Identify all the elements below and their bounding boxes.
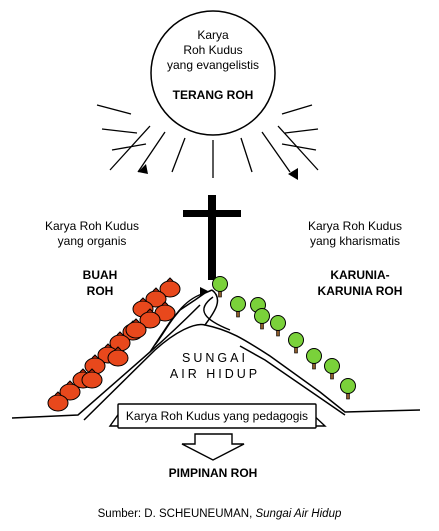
sun-circle — [150, 10, 276, 136]
source-title: Sungai Air Hidup — [255, 508, 342, 520]
tree-icon — [212, 276, 228, 298]
river-line2: AIR HIDUP — [169, 367, 261, 381]
sun-line2: Roh Kudus — [183, 43, 243, 57]
right-label2: KARUNIA ROH — [317, 284, 403, 298]
fruit-group — [47, 277, 181, 412]
cross-vertical — [208, 195, 216, 280]
right-line2: yang kharismatis — [309, 234, 401, 248]
tree-icon — [270, 315, 286, 337]
tree-icon — [254, 308, 270, 330]
fruit-icon — [59, 380, 81, 401]
fruit-icon — [107, 346, 129, 367]
sun-line3: yang evangelistis — [166, 58, 260, 72]
tree-icon — [324, 358, 340, 380]
right-label1: KARUNIA- — [330, 268, 390, 282]
tree-group — [212, 276, 356, 400]
tree-icon — [306, 348, 322, 370]
sun-line1: Karya — [197, 28, 229, 42]
sun-rays — [96, 104, 319, 178]
source-prefix: Sumber: D. SCHEUNEUMAN, — [97, 508, 256, 520]
base-text: Karya Roh Kudus yang pedagogis — [125, 409, 309, 423]
sun-label: TERANG ROH — [172, 88, 254, 102]
tree-icon — [288, 332, 304, 354]
arrow-left-head — [138, 164, 148, 174]
river-right-bank — [203, 296, 231, 331]
fruit-icon — [81, 368, 103, 389]
river-line1: SUNGAI — [182, 351, 248, 365]
river-arrow-head — [200, 287, 208, 296]
arrow-right-head — [288, 168, 298, 180]
source-caption: Sumber: D. SCHEUNEUMAN, Sungai Air Hidup — [0, 508, 439, 520]
left-line1: Karya Roh Kudus — [44, 219, 140, 233]
cross-horizontal — [183, 210, 241, 217]
base-label: PIMPINAN ROH — [168, 466, 258, 480]
fruit-icon — [139, 308, 161, 329]
fruit-icon — [159, 277, 181, 298]
left-label2: ROH — [86, 284, 114, 298]
base-text-box — [117, 403, 317, 429]
fruit-icon — [125, 318, 147, 339]
down-arrow — [181, 433, 245, 461]
left-line2: yang organis — [57, 234, 127, 248]
tree-icon — [340, 378, 356, 400]
river-left-bank — [154, 292, 206, 346]
left-label1: BUAH — [82, 268, 118, 282]
fruit-icon — [145, 287, 167, 308]
fruit-icon — [47, 391, 69, 412]
tree-icon — [230, 296, 246, 318]
right-line1: Karya Roh Kudus — [307, 219, 403, 233]
